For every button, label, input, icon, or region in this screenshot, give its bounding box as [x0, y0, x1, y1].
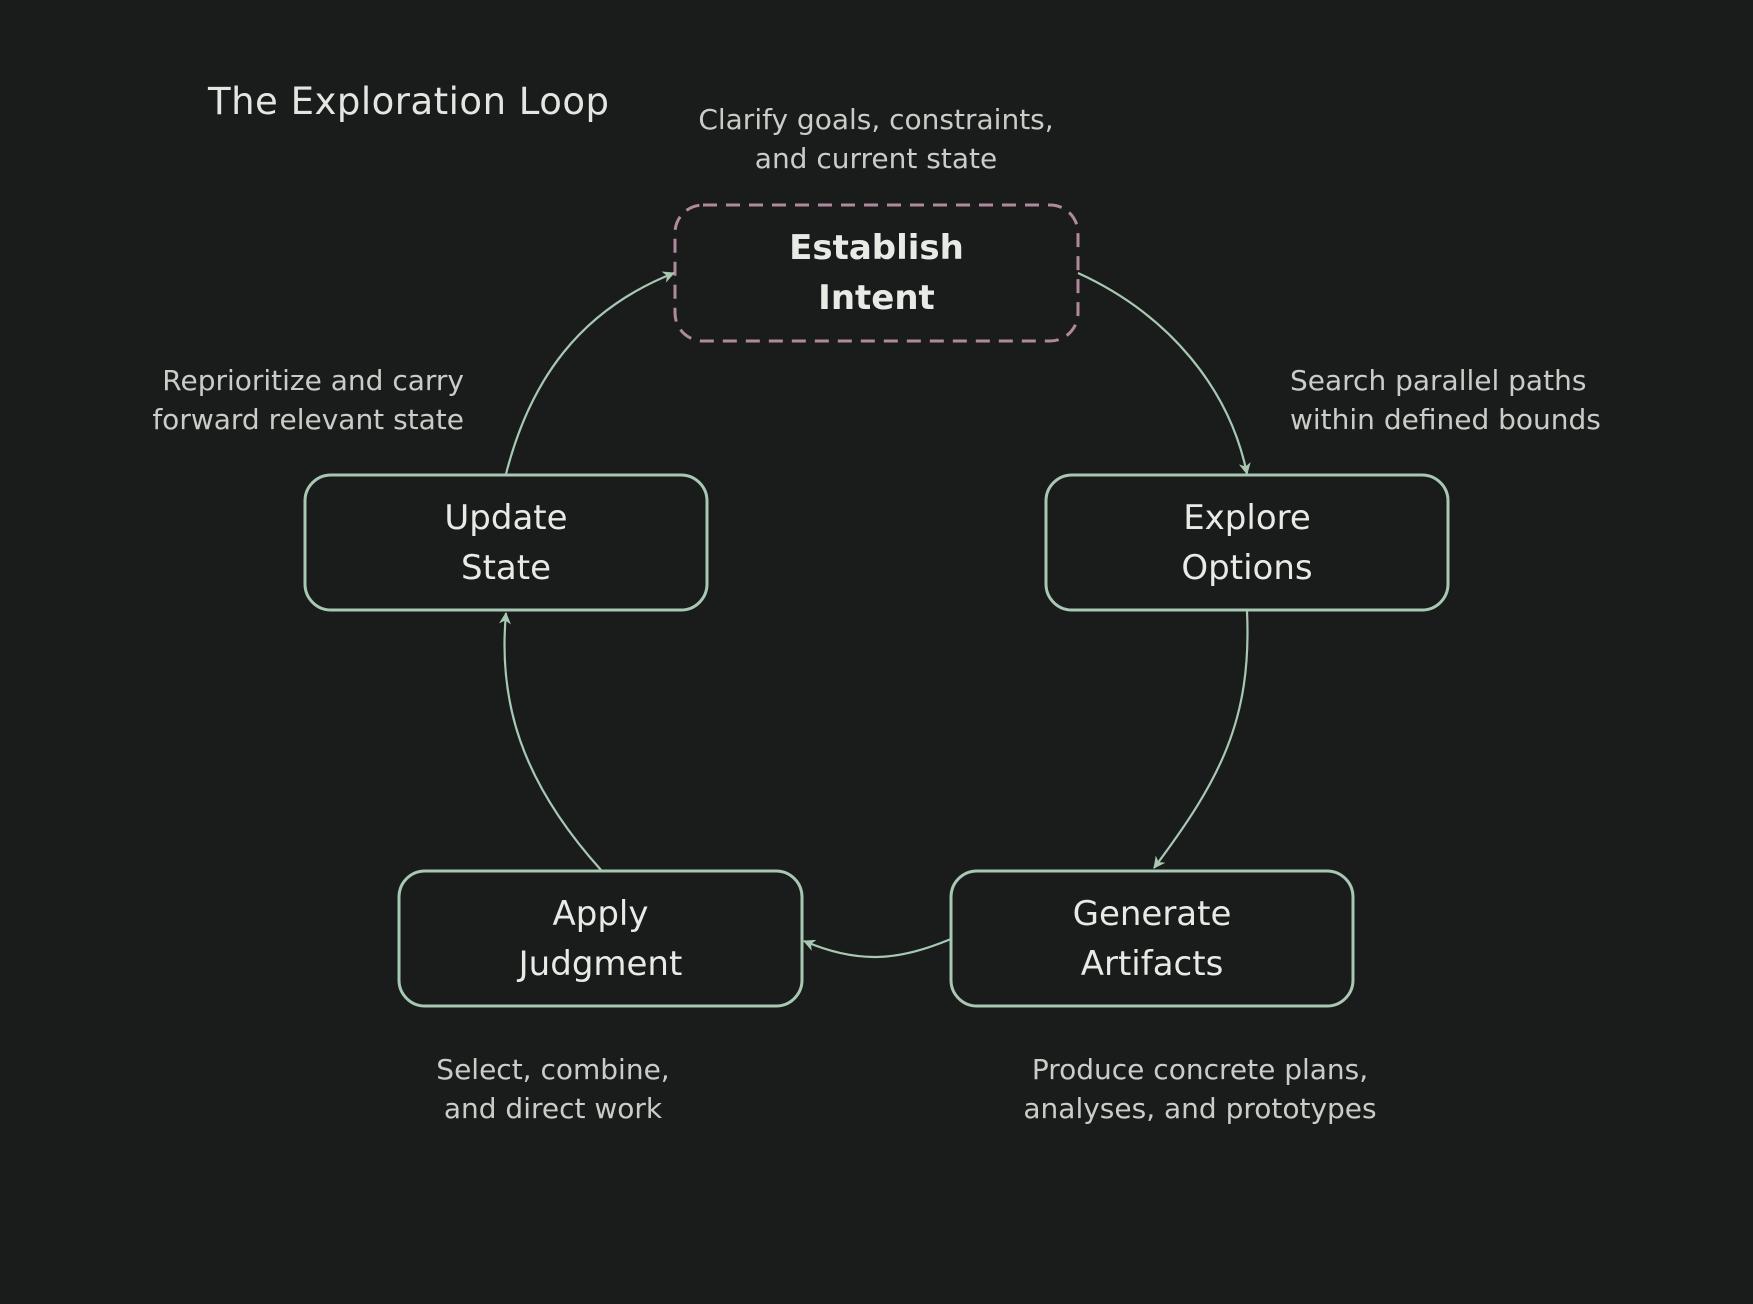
edge-explore-to-generate	[1153, 610, 1249, 869]
node-label-line: Intent	[818, 278, 935, 318]
annotation-line: and direct work	[443, 1092, 663, 1125]
annotation-line: Select, combine,	[436, 1053, 670, 1086]
edge-establish-to-explore	[1077, 271, 1251, 475]
node-label-line: Judgment	[518, 943, 683, 984]
node-label-line: Establish	[789, 228, 964, 268]
edge-apply-to-update	[499, 612, 602, 871]
node-label-line: State	[461, 547, 551, 588]
annotation-line: analyses, and prototypes	[1023, 1092, 1377, 1125]
annotation-generate: Produce concrete plans, analyses, and pr…	[1000, 1050, 1400, 1128]
diagram-title: The Exploration Loop	[208, 80, 610, 123]
node-update-border	[303, 473, 709, 612]
annotation-explore: Search parallel paths within defined bou…	[1290, 361, 1601, 439]
annotation-establish: Clarify goals, constraints, and current …	[676, 100, 1076, 178]
edge-update-to-establish	[504, 271, 675, 475]
annotation-update: Reprioritize and carry forward relevant …	[110, 361, 464, 439]
node-apply-judgment[interactable]: Apply Judgment	[399, 871, 802, 1006]
node-generate-border	[949, 869, 1355, 1008]
node-update-state[interactable]: Update State	[305, 475, 707, 610]
node-generate-artifacts[interactable]: Generate Artifacts	[951, 871, 1353, 1006]
annotation-line: Reprioritize and carry	[162, 364, 464, 397]
node-label-line: Apply	[552, 893, 649, 934]
annotation-line: Clarify goals, constraints,	[698, 103, 1054, 136]
edge-generate-to-apply	[803, 937, 952, 959]
node-label-line: Options	[1181, 547, 1313, 588]
node-label-line: Update	[444, 497, 568, 538]
node-label-line: Generate	[1072, 893, 1232, 934]
annotation-line: within defined bounds	[1290, 403, 1601, 436]
annotation-line: Produce concrete plans,	[1031, 1053, 1369, 1086]
node-label-line: Explore	[1183, 497, 1311, 538]
node-establish-border	[673, 203, 1080, 343]
node-explore-options[interactable]: Explore Options	[1046, 475, 1448, 610]
annotation-apply: Select, combine, and direct work	[403, 1050, 703, 1128]
node-label-line: Artifacts	[1080, 943, 1224, 984]
annotation-line: forward relevant state	[152, 403, 464, 436]
annotation-line: Search parallel paths	[1290, 364, 1587, 397]
node-apply-border	[397, 869, 804, 1008]
node-establish-intent[interactable]: Establish Intent	[675, 205, 1078, 341]
annotation-line: and current state	[754, 142, 998, 175]
node-explore-border	[1044, 473, 1450, 612]
